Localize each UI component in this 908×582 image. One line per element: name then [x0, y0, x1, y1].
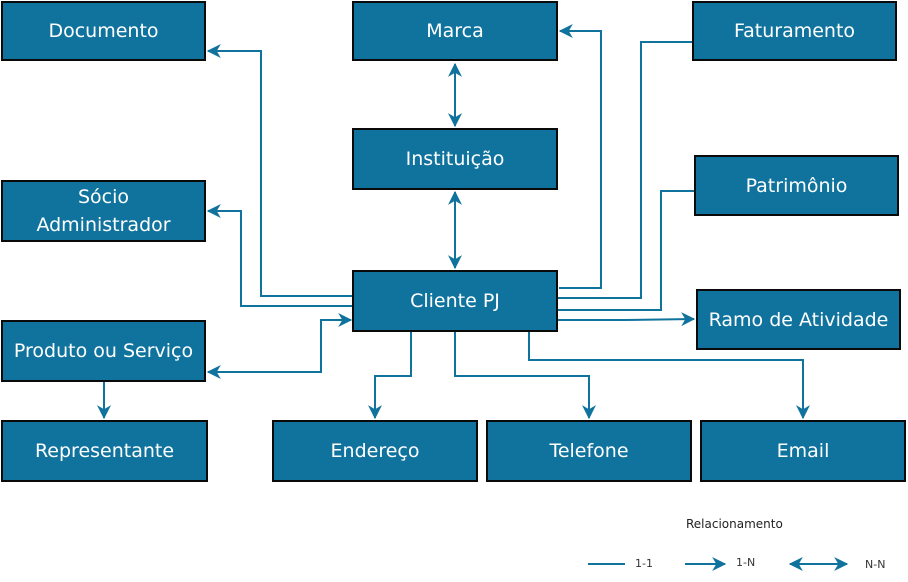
legend-label-many-to-many: N-N	[865, 558, 886, 571]
node-documento[interactable]: Documento	[1, 1, 206, 61]
link-cliente-ramo	[557, 312, 696, 327]
legend-label-one-to-one: 1-1	[635, 557, 653, 570]
link-cliente-endereco	[368, 330, 412, 420]
node-ramo-de-atividade-label: Ramo de Atividade	[708, 308, 889, 331]
node-patrimonio-label: Patrimônio	[745, 174, 848, 197]
legend-label-one-to-many: 1-N	[736, 556, 756, 569]
node-marca-label: Marca	[426, 20, 484, 42]
legend-title: Relacionamento	[686, 517, 783, 531]
node-ramo-de-atividade[interactable]: Ramo de Atividade	[696, 289, 901, 350]
node-produto-ou-servico[interactable]: Produto ou Serviço	[1, 320, 206, 382]
node-email-label: Email	[776, 440, 830, 462]
link-cliente-documento	[206, 44, 352, 297]
link-cliente-email	[528, 330, 810, 420]
node-representante-label: Representante	[34, 440, 175, 462]
node-endereco-label: Endereço	[330, 440, 420, 462]
node-cliente-pj[interactable]: Cliente PJ	[352, 270, 558, 332]
node-telefone[interactable]: Telefone	[486, 420, 692, 482]
link-faturamento-cliente	[557, 41, 692, 299]
node-instituicao[interactable]: Instituição	[352, 128, 558, 190]
node-documento-label: Documento	[48, 20, 159, 42]
node-telefone-label: Telefone	[549, 440, 629, 462]
node-faturamento-label: Faturamento	[733, 20, 856, 42]
link-cliente-marca	[558, 24, 602, 289]
link-cliente-produto	[206, 313, 353, 379]
link-patrimonio-cliente	[557, 190, 694, 311]
node-faturamento[interactable]: Faturamento	[692, 1, 897, 61]
node-endereco[interactable]: Endereço	[272, 420, 478, 482]
node-socio-administrador[interactable]: Sócio Administrador	[1, 180, 206, 242]
link-cliente-socio	[206, 204, 352, 307]
node-email[interactable]: Email	[700, 420, 906, 482]
link-cliente-telefone	[454, 330, 596, 420]
node-marca[interactable]: Marca	[352, 1, 558, 61]
node-cliente-pj-label: Cliente PJ	[410, 290, 500, 312]
node-instituicao-label: Instituição	[405, 148, 505, 170]
node-socio-administrador-label: Sócio Administrador	[36, 186, 171, 236]
node-patrimonio[interactable]: Patrimônio	[694, 155, 899, 216]
node-produto-ou-servico-label: Produto ou Serviço	[13, 340, 194, 362]
node-representante[interactable]: Representante	[1, 420, 208, 482]
